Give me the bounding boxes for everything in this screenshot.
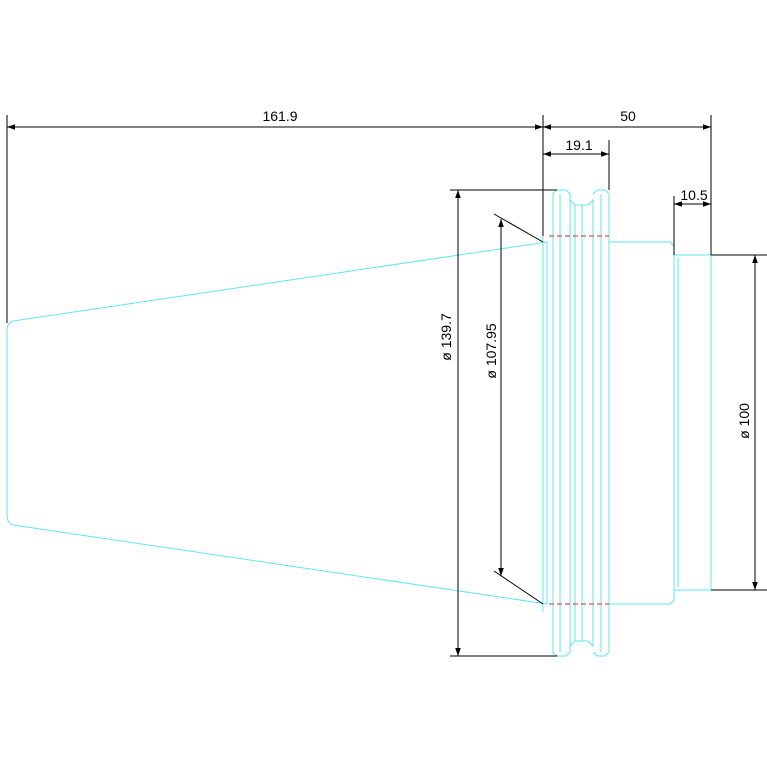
dimension-161-9: 161.9 — [6, 108, 544, 323]
dimensions: 161.9 50 19.1 10.5 ø 139.7 — [6, 108, 767, 657]
dimension-label-dia-107-95: ø 107.95 — [483, 323, 499, 378]
dimension-label-19-1: 19.1 — [565, 137, 592, 153]
dimension-label-50: 50 — [620, 108, 636, 124]
taper-shank-outline — [6, 189, 712, 657]
dimension-dia-107-95: ø 107.95 — [483, 213, 544, 605]
dimension-label-dia-100: ø 100 — [736, 403, 752, 439]
dimension-label-dia-139-7: ø 139.7 — [438, 313, 454, 361]
flange — [552, 189, 610, 657]
dimension-50: 50 — [543, 108, 712, 255]
taper-cone — [6, 241, 548, 605]
dimension-label-10-5: 10.5 — [680, 187, 707, 203]
dimension-19-1: 19.1 — [542, 137, 610, 190]
dimension-label-161-9: 161.9 — [262, 108, 297, 124]
shank-body — [609, 241, 675, 605]
dimension-10-5: 10.5 — [673, 187, 711, 255]
dimension-dia-100: ø 100 — [711, 254, 767, 591]
dimension-dia-139-7: ø 139.7 — [438, 189, 557, 657]
pilot — [674, 254, 712, 591]
